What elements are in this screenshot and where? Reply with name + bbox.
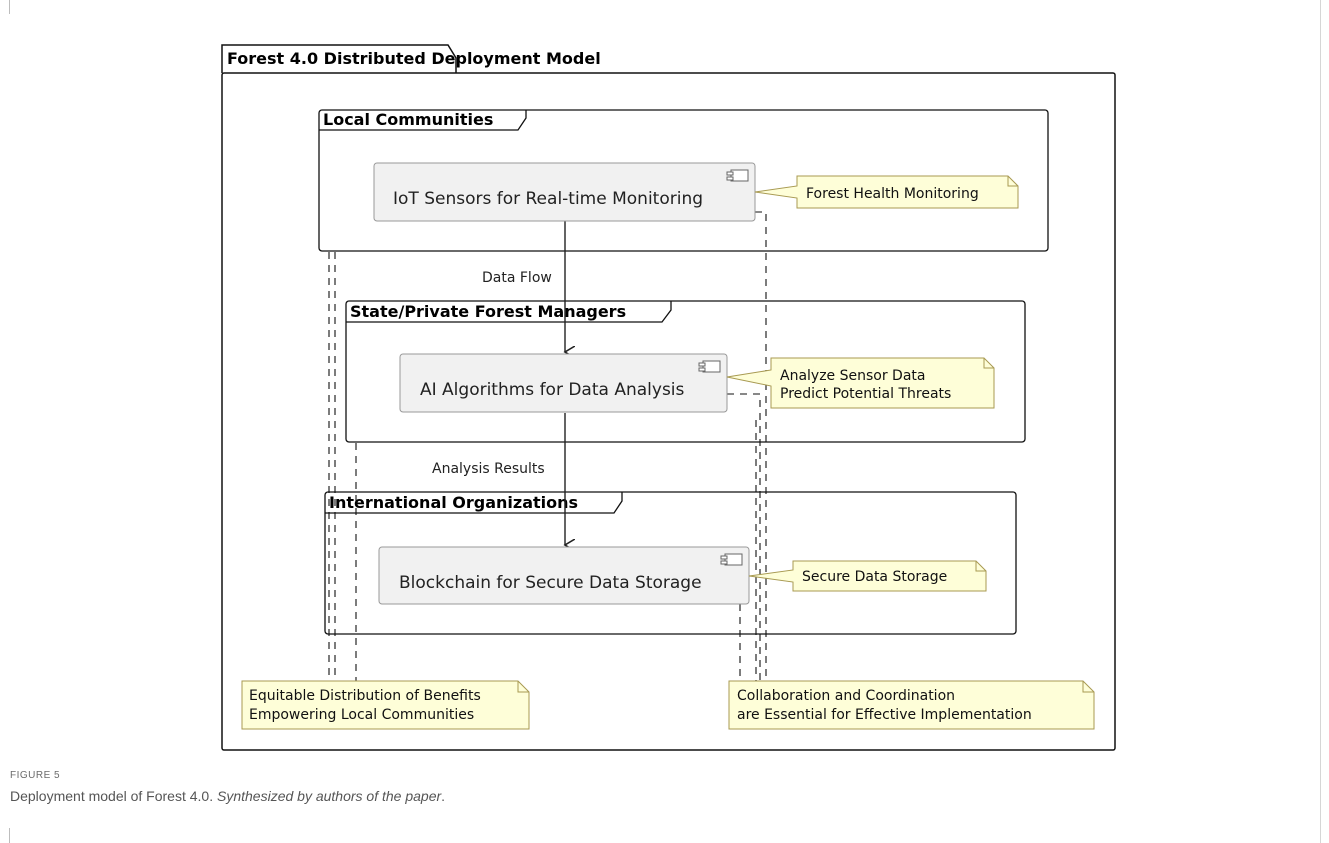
component-icon [726, 169, 749, 182]
note-forest-health: Forest Health Monitoring [754, 175, 1019, 209]
dashed-connectors-left [328, 252, 357, 681]
caption-text: Deployment model of Forest 4.0. [10, 788, 217, 804]
edge-label-analysis-results: Analysis Results [432, 461, 545, 477]
edge-analysis-results: Analysis Results [432, 413, 565, 545]
outer-frame: Forest 4.0 Distributed Deployment Model [221, 44, 1116, 751]
note-text-secure-storage: Secure Data Storage [802, 569, 947, 585]
component-iot-sensors: IoT Sensors for Real-time Monitoring [373, 162, 756, 222]
dashed-connectors-right [727, 211, 767, 681]
figure-caption: Deployment model of Forest 4.0. Synthesi… [10, 788, 445, 804]
group-international-orgs: International Organizations [324, 491, 1017, 635]
group-title-international: International Organizations [329, 493, 578, 512]
note-text-analyze-line-2: Predict Potential Threats [780, 386, 951, 402]
caption-end: . [441, 788, 446, 804]
group-local-communities: Local Communities [318, 109, 1049, 252]
note-text-collaboration-line-1: Collaboration and Coordination [737, 688, 955, 704]
component-label-iot: IoT Sensors for Real-time Monitoring [393, 189, 703, 209]
component-label-blockchain: Blockchain for Secure Data Storage [399, 573, 702, 593]
note-equitable-distribution: Equitable Distribution of Benefits Empow… [241, 680, 530, 730]
figure-number: FIGURE 5 [10, 770, 61, 781]
column-rule-top [9, 0, 10, 14]
group-forest-managers: State/Private Forest Managers [345, 300, 1026, 443]
note-analyze-sensor-data: Analyze Sensor Data Predict Potential Th… [726, 357, 995, 409]
component-label-ai: AI Algorithms for Data Analysis [420, 380, 685, 400]
note-text-equitable-line-2: Empowering Local Communities [249, 707, 474, 723]
column-rule-bottom [9, 828, 10, 843]
component-icon [720, 553, 743, 566]
deployment-diagram: Forest 4.0 Distributed Deployment Model … [221, 44, 1116, 751]
page-edge-rule [1320, 0, 1321, 843]
component-ai-algorithms: AI Algorithms for Data Analysis [399, 353, 728, 413]
note-secure-storage: Secure Data Storage [748, 560, 987, 592]
component-blockchain: Blockchain for Secure Data Storage [378, 546, 750, 605]
component-icon [698, 360, 721, 373]
caption-source: Synthesized by authors of the paper [217, 788, 442, 804]
note-text-equitable-line-1: Equitable Distribution of Benefits [249, 688, 481, 704]
group-title-local: Local Communities [323, 110, 493, 129]
edge-data-flow: Data Flow [482, 221, 565, 352]
note-text-collaboration-line-2: are Essential for Effective Implementati… [737, 707, 1032, 723]
group-title-managers: State/Private Forest Managers [350, 302, 626, 321]
outer-frame-title: Forest 4.0 Distributed Deployment Model [227, 49, 601, 68]
note-collaboration: Collaboration and Coordination are Essen… [728, 680, 1095, 730]
note-text-analyze-line-1: Analyze Sensor Data [780, 368, 925, 384]
edge-label-data-flow: Data Flow [482, 270, 552, 286]
note-text-forest-health: Forest Health Monitoring [806, 186, 979, 202]
